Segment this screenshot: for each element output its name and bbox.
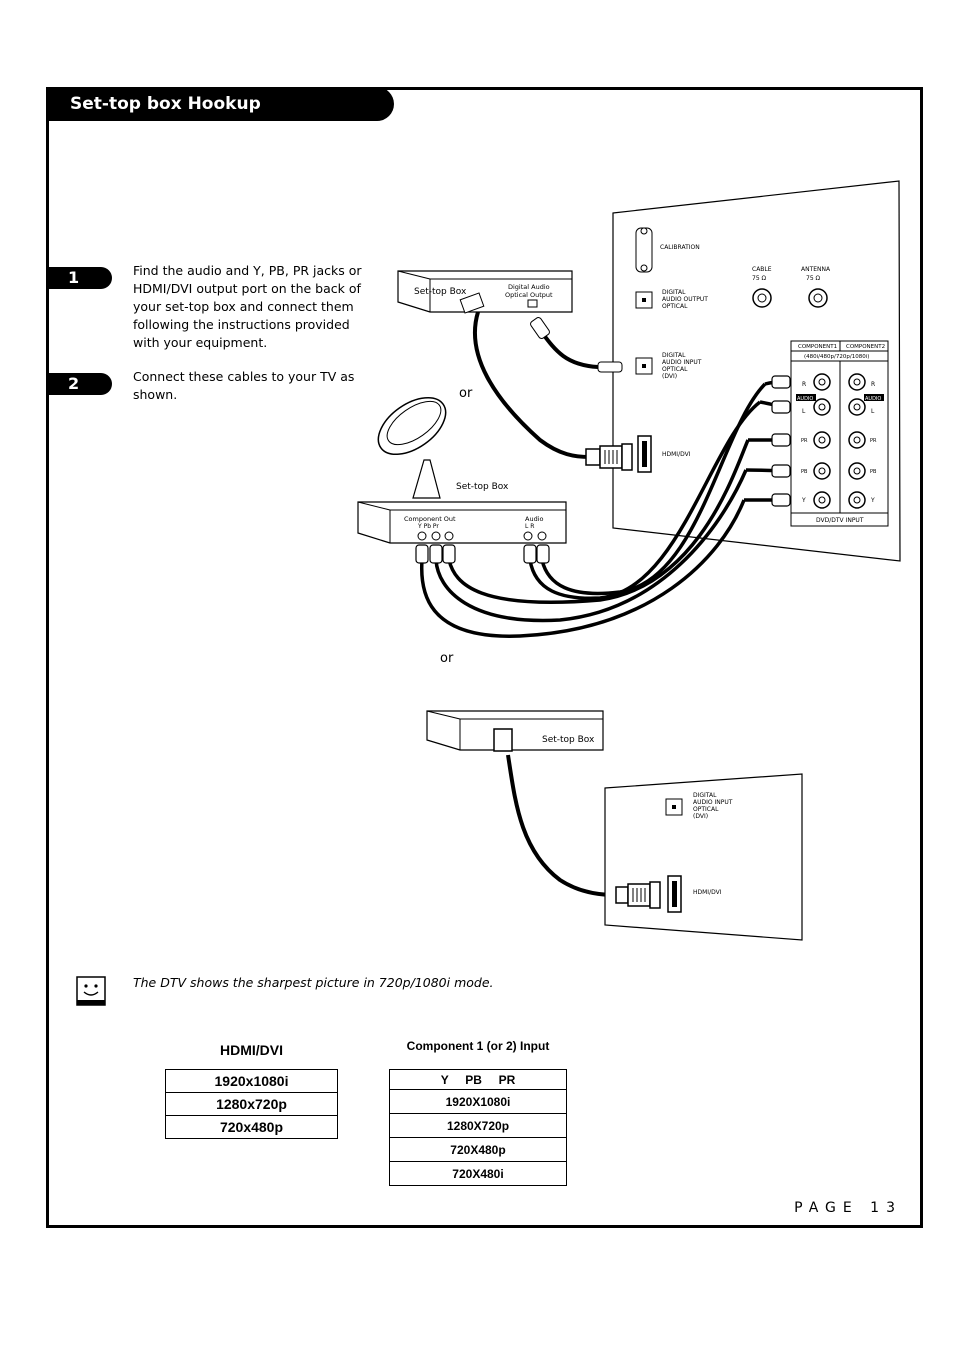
jack-pb-label-2: PB (870, 469, 877, 475)
antenna-jack (808, 288, 828, 308)
table-cell: 720X480i (389, 1161, 567, 1186)
component-modes-label: (480i/480p/720p/1080i) (804, 354, 869, 360)
step-2-badge: 2 (48, 373, 112, 395)
or-label-1: or (459, 386, 473, 401)
component-out-ports: Y Pb Pr (417, 523, 439, 530)
digital-audio-input-2-label-4: (DVI) (693, 813, 708, 820)
set-top-box-1-label: Set-top Box (414, 287, 467, 297)
table-cell: 1920x1080i (165, 1069, 338, 1093)
page-title: Set-top box Hookup (46, 87, 394, 121)
satellite-dish-icon (377, 396, 447, 499)
digital-audio-label-2: Optical Output (505, 291, 553, 299)
cable-ohm-label: 75 Ω (752, 275, 767, 282)
jack-l-label-1: L (802, 408, 806, 415)
hdmi-dvi-label-2: HDMI/DVI (693, 889, 722, 896)
table-cell: 1920X1080i (389, 1089, 567, 1114)
jack-r-label-2: R (871, 381, 875, 388)
component-resolution-table: Y PB PR 1920X1080i 1280X720p 720X480p 72… (389, 1069, 567, 1186)
table-cell: 1280X720p (389, 1113, 567, 1138)
hdmi-dvi-label: HDMI/DVI (662, 451, 691, 458)
note-text: The DTV shows the sharpest picture in 72… (133, 975, 494, 990)
step-1-badge: 1 (48, 267, 112, 289)
jack-pr-label-2: PR (870, 438, 877, 444)
digital-audio-input-label-1: DIGITAL (662, 352, 686, 359)
digital-audio-label-1: Digital Audio (508, 283, 550, 291)
digital-audio-output-label-2: AUDIO OUTPUT (662, 296, 708, 303)
hdmi-resolution-table: 1920x1080i 1280x720p 720x480p (165, 1069, 338, 1139)
digital-audio-input-label-3: OPTICAL (662, 366, 688, 373)
step-1-text: Find the audio and Y, PB, PR jacks or HD… (133, 263, 362, 350)
table-header: Y PB PR (389, 1069, 567, 1090)
component-table-title: Component 1 (or 2) Input (406, 1039, 550, 1053)
page-frame (46, 87, 923, 1228)
table-cell: 1280x720p (165, 1092, 338, 1116)
audio-out-ports: L R (525, 523, 534, 530)
component-out-label: Component Out (404, 515, 456, 523)
antenna-label: ANTENNA (801, 266, 831, 273)
jack-r-label-1: R (802, 381, 806, 388)
jack-y-label-2: Y (870, 497, 875, 504)
digital-audio-input-label-4: (DVI) (662, 373, 677, 380)
page-number: PAGE 13 (794, 1200, 902, 1216)
antenna-ohm-label: 75 Ω (806, 275, 821, 282)
jack-pb-label-1: PB (801, 469, 808, 475)
digital-audio-output-label-1: DIGITAL (662, 289, 686, 296)
optical-cable (538, 328, 599, 369)
hdmi-plug-1 (585, 443, 633, 471)
digital-audio-input-2-label-2: AUDIO INPUT (693, 799, 733, 806)
jack-pr-label-1: PR (801, 438, 808, 444)
jack-l-label-2: L (871, 408, 875, 415)
set-top-box-3: Set-top Box (426, 710, 604, 752)
set-top-box-1: Set-top Box Digital Audio Optical Output (397, 270, 573, 314)
cable-jack (752, 288, 772, 308)
set-top-box-2-label: Set-top Box (456, 482, 509, 492)
jack-y-label-1: Y (801, 497, 806, 504)
digital-audio-input-label-2: AUDIO INPUT (662, 359, 702, 366)
cable-label: CABLE (752, 266, 772, 273)
table-cell: 720X480p (389, 1137, 567, 1162)
component2-label: COMPONENT2 (846, 344, 885, 350)
table-cell: 720x480p (165, 1115, 338, 1139)
audio-out-label: Audio (525, 515, 543, 523)
hdmi-plug-2 (615, 881, 661, 909)
hdmi-cable-1 (472, 311, 591, 459)
set-top-box-2: Component Out Y Pb Pr Audio L R (357, 501, 567, 544)
hdmi-table-title: HDMI/DVI (220, 1042, 283, 1058)
digital-audio-input-2-label-3: OPTICAL (693, 806, 719, 813)
set-top-box-3-label: Set-top Box (542, 735, 595, 745)
component1-jacks (813, 373, 866, 509)
or-label-2: or (440, 651, 454, 666)
hdmi-cable-2 (506, 754, 616, 897)
step-2-text: Connect these cables to your TV as shown… (133, 369, 355, 402)
audio-tag-2: AUDIO (865, 396, 881, 402)
digital-audio-input-2-label-1: DIGITAL (693, 792, 717, 799)
smiley-note-icon (76, 976, 106, 1006)
component1-label: COMPONENT1 (798, 344, 837, 350)
digital-audio-output-label-3: OPTICAL (662, 303, 688, 310)
audio-tag-1: AUDIO (797, 396, 813, 402)
dvd-dtv-input-label: DVD/DTV INPUT (816, 517, 864, 524)
calibration-label: CALIBRATION (660, 244, 700, 251)
